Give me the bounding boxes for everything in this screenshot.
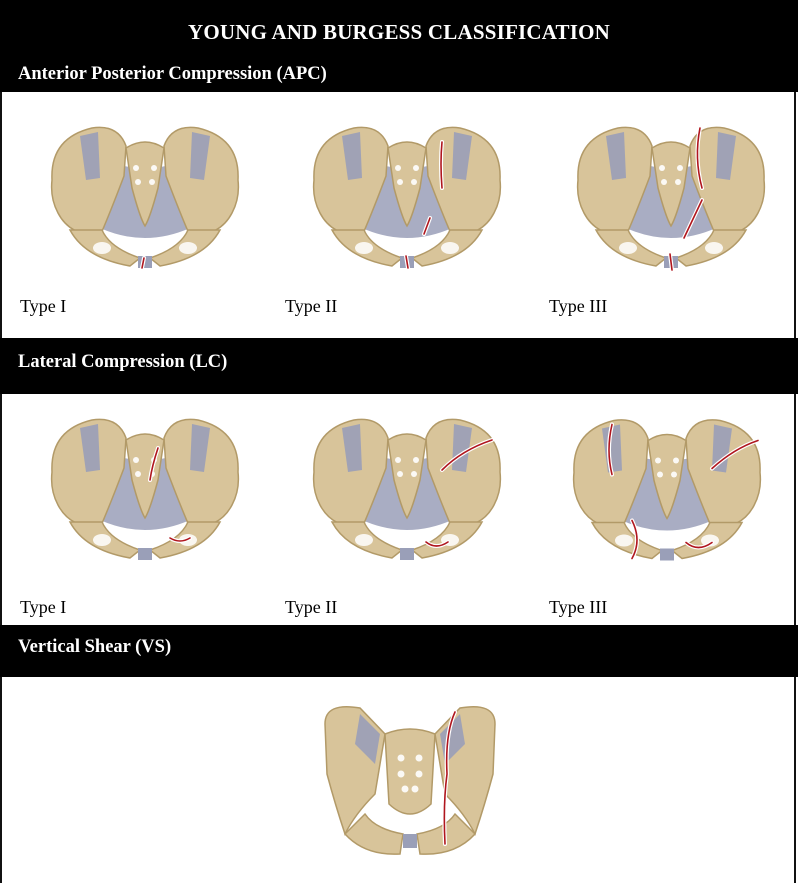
pubic-symphysis — [660, 549, 674, 561]
pelvis-apc-type-1 — [40, 118, 250, 273]
sacral-foramen — [657, 472, 663, 478]
left-obturator-foramen — [355, 242, 373, 254]
pelvis-apc-type-2 — [302, 118, 512, 273]
sacral-foramen — [395, 165, 401, 171]
title-bar: YOUNG AND BURGESS CLASSIFICATION — [0, 0, 798, 59]
label-lc-type-2: Type II — [285, 597, 337, 618]
section-header-apc: Anterior Posterior Compression (APC) — [0, 59, 798, 92]
sacral-foramen — [135, 471, 141, 477]
label-lc-type-3: Type III — [549, 597, 607, 618]
sacral-foramen — [671, 472, 677, 478]
left-obturator-foramen — [619, 242, 637, 254]
label-apc-type-3: Type III — [549, 296, 607, 317]
section-heading-lc: Lateral Compression (LC) — [18, 352, 227, 373]
section-heading-apc: Anterior Posterior Compression (APC) — [18, 64, 327, 85]
left-obturator-foramen — [615, 535, 633, 547]
sacral-foramen — [413, 165, 419, 171]
label-apc-type-2: Type II — [285, 296, 337, 317]
sacral-foramen — [412, 786, 419, 793]
sacral-foramen — [133, 457, 139, 463]
sacral-foramen — [398, 755, 405, 762]
label-apc-type-1: Type I — [20, 296, 66, 317]
pubic-symphysis — [403, 834, 417, 848]
section-header-lc: Lateral Compression (LC) — [0, 338, 798, 394]
sacral-foramen — [151, 165, 157, 171]
sacral-foramen — [135, 179, 141, 185]
left-obturator-foramen — [355, 534, 373, 546]
page-title: YOUNG AND BURGESS CLASSIFICATION — [0, 20, 798, 45]
sacral-foramen — [677, 165, 683, 171]
pelvis-lc-type-3 — [562, 408, 772, 568]
left-obturator-foramen — [93, 242, 111, 254]
sacral-foramen — [402, 786, 409, 793]
sacral-foramen — [675, 179, 681, 185]
right-obturator-foramen — [179, 242, 197, 254]
sacral-foramen — [416, 755, 423, 762]
section-heading-vs: Vertical Shear (VS) — [18, 637, 171, 658]
sacral-foramen — [673, 458, 679, 464]
right-obturator-foramen — [441, 242, 459, 254]
pelvis-lc-type-2 — [302, 410, 512, 565]
sacral-foramen — [397, 471, 403, 477]
sacral-foramen — [149, 179, 155, 185]
pelvis-vs — [305, 694, 515, 866]
sacral-foramen — [395, 457, 401, 463]
sacral-foramen — [416, 771, 423, 778]
sacral-foramen — [397, 179, 403, 185]
right-obturator-foramen — [705, 242, 723, 254]
sacrum — [385, 729, 435, 814]
left-ilium — [325, 707, 385, 834]
sacral-foramen — [133, 165, 139, 171]
sacral-foramen — [398, 771, 405, 778]
sacral-foramen — [413, 457, 419, 463]
pubic-symphysis — [400, 548, 414, 560]
pubic-symphysis — [138, 548, 152, 560]
pelvis-lc-type-1 — [40, 410, 250, 565]
section-header-vs: Vertical Shear (VS) — [0, 625, 798, 677]
sacral-foramen — [659, 165, 665, 171]
sacral-foramen — [661, 179, 667, 185]
label-lc-type-1: Type I — [20, 597, 66, 618]
sacral-foramen — [655, 458, 661, 464]
sacral-foramen — [411, 179, 417, 185]
sacral-foramen — [411, 471, 417, 477]
left-obturator-foramen — [93, 534, 111, 546]
pelvis-apc-type-3 — [566, 118, 776, 273]
